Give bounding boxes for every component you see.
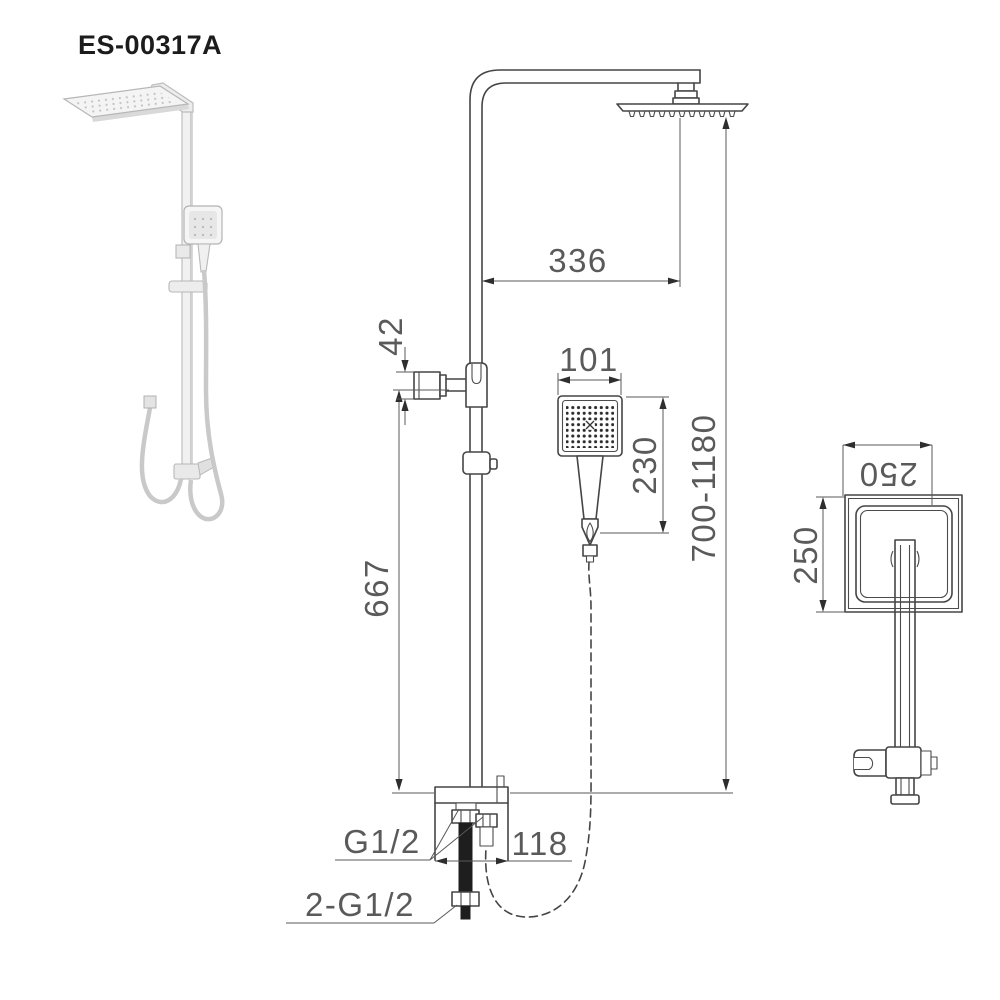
dim-hand-shower-width: 101: [557, 341, 622, 395]
dim-hand-shower-width-label: 101: [559, 341, 619, 378]
dim-mixer-width: 118: [435, 825, 572, 865]
product-code: ES-00317A: [78, 30, 223, 60]
photo-slide-bracket: [168, 280, 208, 293]
photo-bottom-bracket: [173, 463, 201, 480]
dim-head-width: 250: [842, 441, 933, 505]
dim-wall-bracket-height-label: 42: [372, 316, 409, 356]
top-view: [844, 494, 963, 805]
label-hose-threads-text: 2-G1/2: [305, 886, 415, 923]
pipe-clamp: [465, 362, 488, 408]
dim-wall-bracket-height: 42: [372, 316, 414, 425]
right-outlet-fitting: [475, 813, 498, 847]
top-view-arm-column: [890, 539, 920, 749]
dim-hand-shower-length: 230: [600, 396, 669, 534]
dimensions: 336 700-1180 667: [286, 117, 933, 924]
top-view-holder-bracket: [853, 746, 938, 805]
photo-rain-head: [62, 85, 190, 122]
slider-bracket: [462, 451, 498, 475]
rain-head-nozzles: [628, 110, 736, 118]
dim-bracket-to-mixer-label: 667: [358, 558, 395, 618]
mixer-valve: [434, 775, 509, 920]
photo-left-hose: [139, 407, 184, 505]
label-inlet-thread-text: G1/2: [343, 823, 421, 860]
hand-shower-handle: [576, 455, 604, 520]
dim-adjustable-height: 700-1180: [510, 117, 733, 794]
dim-arm-reach-label: 336: [548, 242, 608, 279]
label-hose-threads: 2-G1/2: [286, 886, 458, 924]
head-connector: [672, 82, 700, 105]
dim-mixer-width-label: 118: [511, 825, 568, 862]
dim-bracket-to-mixer: 667: [358, 389, 449, 794]
dim-arm-reach: 336: [482, 118, 681, 287]
dim-head-depth-label: 250: [787, 525, 824, 585]
dim-adjustable-height-label: 700-1180: [685, 413, 722, 562]
label-inlet-thread: G1/2: [335, 808, 484, 861]
dim-head-depth: 250: [787, 496, 846, 613]
product-photo: [62, 82, 225, 522]
shower-hose-dashed: [484, 561, 592, 918]
dim-head-width-label: 250: [858, 456, 918, 493]
rain-head: [616, 103, 749, 118]
hose-nut: [582, 544, 598, 557]
wall-bracket: [413, 362, 488, 408]
front-view: [413, 69, 749, 920]
photo-right-hose: [188, 269, 225, 522]
left-inlet-fitting: [451, 802, 480, 920]
dim-hand-shower-length-label: 230: [626, 435, 663, 495]
inlet-hose: [458, 822, 473, 893]
top-view-head: [844, 494, 963, 613]
riser-pipe: [469, 69, 701, 788]
photo-hose-nut: [143, 395, 157, 409]
hand-shower: [557, 395, 623, 563]
